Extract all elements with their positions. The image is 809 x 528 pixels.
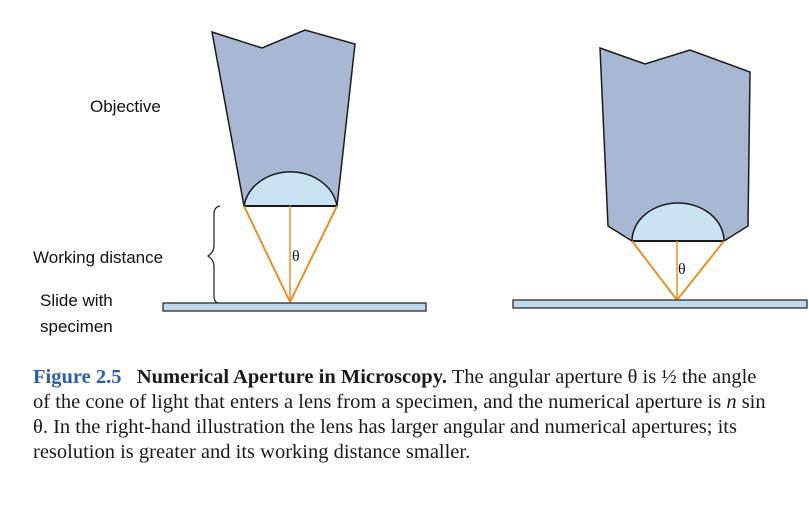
objective-right [599,46,751,242]
caption-n: n [726,391,737,413]
caption-text-4: . In the right-hand illustration the len… [33,416,737,463]
caption-text-1: The angular aperture [446,366,628,388]
caption-text-2: is ½ the angle of the cone of light that… [33,366,757,413]
objective-lens-left [243,171,338,207]
slide-label-line1: Slide with [40,291,113,310]
objective-left [211,29,356,207]
light-cone-left [243,205,338,303]
caption-theta-2: θ [33,416,43,438]
working-distance-label: Working distance [33,248,164,267]
objective-lens-right [631,202,725,242]
caption-text-3: sin [736,391,766,413]
figure-title: Numerical Aperture in Microscopy. [136,366,447,388]
figure-caption: Figure 2.5 Numerical Aperture in Microsc… [33,365,778,465]
theta-right: θ [678,261,686,278]
slide-left [162,302,427,312]
theta-left: θ [292,248,300,265]
slide-right [512,299,808,309]
working-distance-bracket [206,205,221,305]
objective-label: Objective [90,97,161,116]
light-cone-right [631,240,725,301]
objective-body-right [599,46,751,242]
figure-number: Figure 2.5 [33,366,122,388]
caption-theta-1: θ [627,366,638,388]
slide-label-line2: specimen [40,317,113,336]
